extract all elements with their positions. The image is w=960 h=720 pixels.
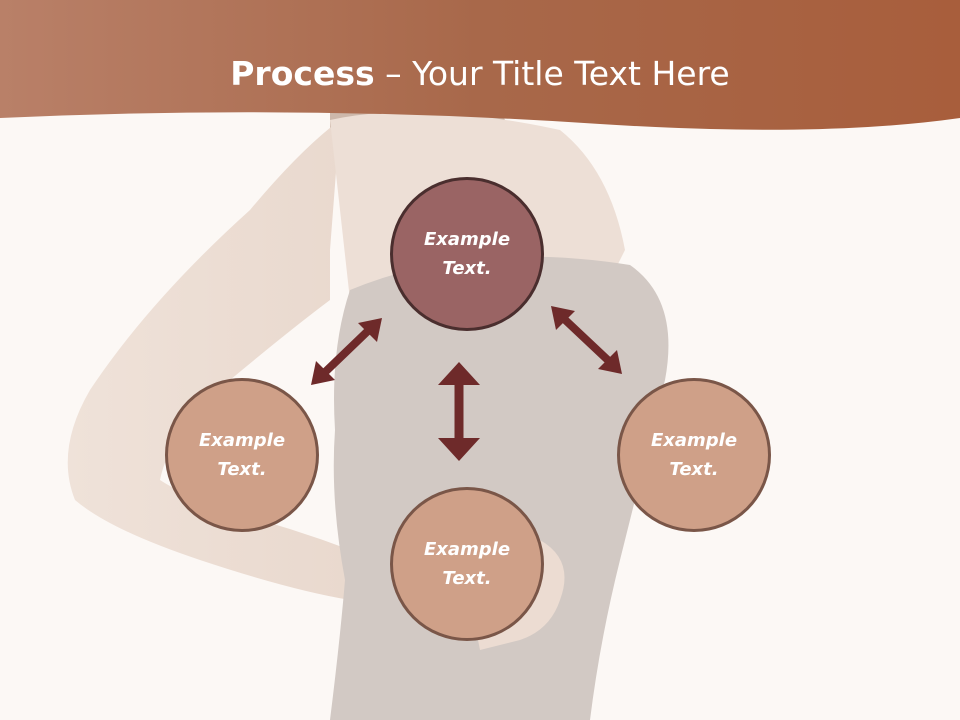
page-title: Process – Your Title Text Here	[0, 52, 960, 96]
header-band	[0, 0, 960, 130]
arrow-top-left	[311, 318, 382, 385]
arrow-top-right	[551, 306, 622, 374]
node-bottom[interactable]: Example Text.	[390, 487, 544, 641]
title-bold: Process	[230, 54, 375, 93]
node-top[interactable]: Example Text.	[390, 177, 544, 331]
arrow-vertical	[438, 362, 480, 461]
arm-shape	[67, 120, 401, 610]
title-rest: – Your Title Text Here	[374, 54, 730, 93]
node-right[interactable]: Example Text.	[617, 378, 771, 532]
node-left[interactable]: Example Text.	[165, 378, 319, 532]
